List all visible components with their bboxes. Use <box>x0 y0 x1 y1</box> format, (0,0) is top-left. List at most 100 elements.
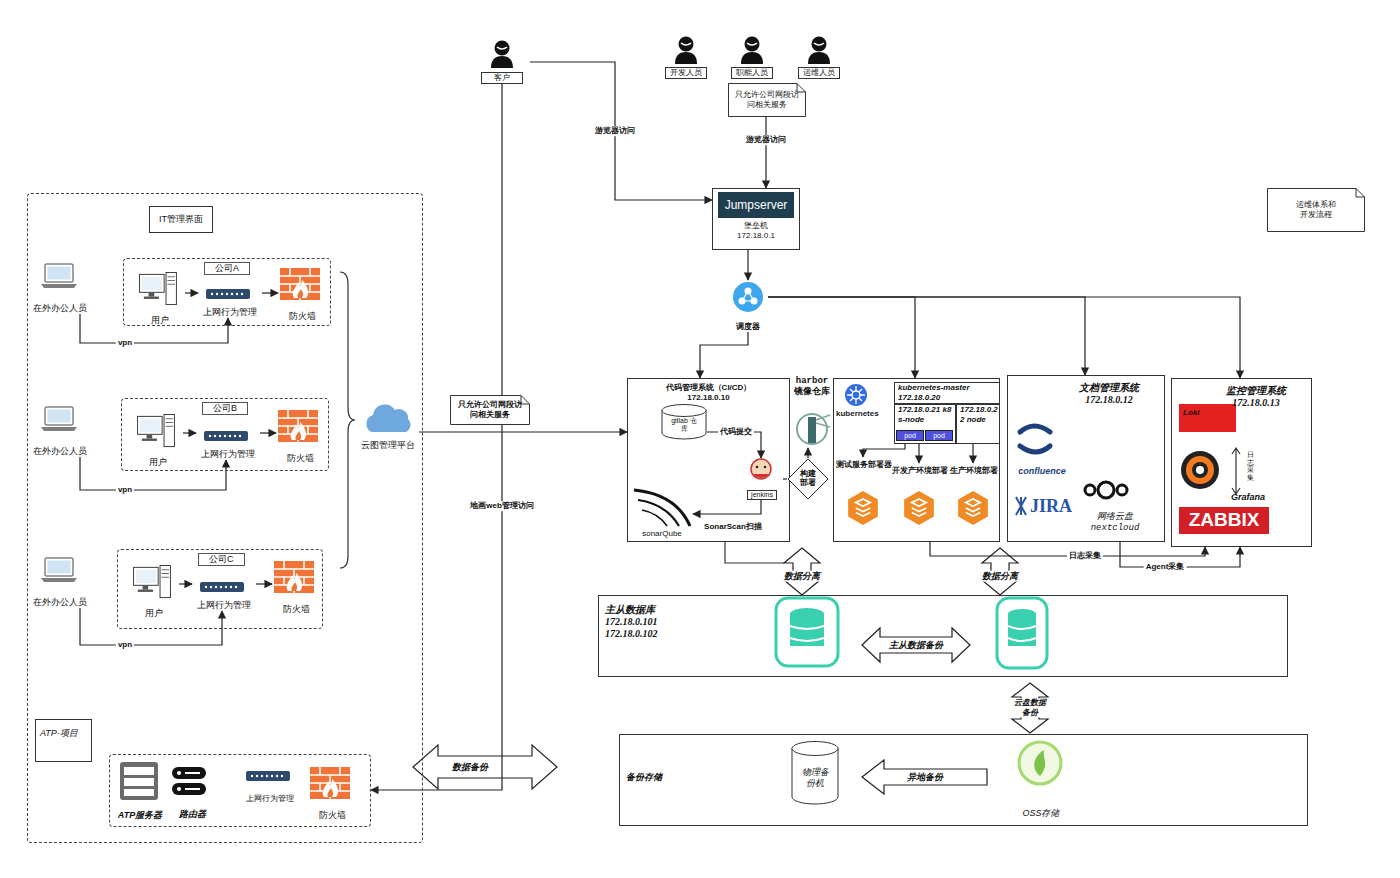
edge-label-holder: 游览器访问 <box>744 135 788 145</box>
node-text: 公司A <box>204 262 250 275</box>
label-holder: 日志采集 <box>1246 451 1255 482</box>
edge-label: 代码提交 <box>718 427 754 437</box>
jenkins-icon <box>751 459 771 479</box>
node-text: 用户 <box>151 315 169 326</box>
arrow-label: 云盘数据备份 <box>1012 698 1048 717</box>
node-text: 上网行为管理 <box>197 600 251 611</box>
node-text: 开发产环境部署 <box>892 463 948 475</box>
node-text: 客户 <box>481 72 523 84</box>
system-box: 代码管理系统（CI/CD） 172.18.0.10gitlab 仓库jenkin… <box>627 378 790 542</box>
connector <box>262 292 278 293</box>
node-text: 用户 <box>145 608 163 619</box>
edge-label: 游览器访问 <box>744 135 788 145</box>
node-text: 职能人员 <box>731 67 773 79</box>
connector <box>530 62 712 200</box>
icon-node: 测试服务部署器 <box>837 457 891 535</box>
icon-node: 用户 <box>133 412 183 468</box>
person-icons <box>491 37 830 69</box>
connector <box>768 297 915 378</box>
edge-label-holder: 代码提交 <box>718 427 754 437</box>
icon-node: 在外办公人员 <box>28 405 92 457</box>
node-text: 上网行为管理 <box>201 449 255 460</box>
pod-box: pod <box>925 430 953 441</box>
icon-node: 上网行为管理 <box>196 430 260 460</box>
storage-cylinder: 物理备份机 <box>791 741 839 805</box>
edge-label: vpn <box>116 338 134 348</box>
node-text: 防火墙 <box>283 604 310 615</box>
node-text: kubernetes-master 172.18.0.20 <box>895 383 999 402</box>
node-text: pod <box>933 432 945 439</box>
icon-node: 在外办公人员 <box>28 262 92 314</box>
node-text: 上网行为管理 <box>203 307 257 318</box>
connector <box>807 448 808 458</box>
edge-label-holder: SonarScan扫描 <box>702 522 764 532</box>
node-text: 文档管理系统 172.18.0.12 <box>1064 382 1154 406</box>
cloud-icon <box>366 404 410 432</box>
edge-label: Agent采集 <box>1144 562 1187 572</box>
pod-box: pod <box>896 430 924 441</box>
node-text: 防火墙 <box>319 810 346 821</box>
icon-node: 防火墙 <box>308 767 356 821</box>
icon-node: 路由器 <box>170 764 214 820</box>
node-text: Jumpserver <box>718 192 794 218</box>
node-text: 只允许公司网段访问相关服务 <box>734 90 800 109</box>
group-region: 公司B用户上网行为管理防火墙 <box>121 398 329 471</box>
node-text: gitlab 仓库 <box>668 411 700 434</box>
connector <box>693 500 761 514</box>
scheduler-icon <box>733 282 763 312</box>
node-text: 堡垒机 172.18.0.1 <box>726 221 786 240</box>
node-text: confluence <box>1018 466 1066 477</box>
icon-node: 生产环境部署 <box>949 463 999 533</box>
edge-label: 地画web管理访问 <box>468 501 536 511</box>
node-text: ATP-项目 <box>35 719 92 762</box>
jira-icon <box>1016 497 1026 515</box>
confluence-icon <box>1020 426 1050 452</box>
harbor-icon <box>797 414 830 444</box>
database-icons <box>776 598 1047 668</box>
connector <box>747 250 748 280</box>
arrow-label: 数据分离 <box>783 571 821 582</box>
edge-label: vpn <box>116 640 134 650</box>
icon-node: 职能人员 <box>727 33 777 79</box>
connector <box>371 84 502 790</box>
connector <box>419 431 627 432</box>
icon-node: 网络云盘 nextcloud <box>1075 478 1155 534</box>
label-holder: 数据分离 <box>981 571 1019 582</box>
node-text: 只允许公司网段访问相关服务 <box>455 400 525 419</box>
node-text: kubernetes <box>836 409 879 419</box>
icon-node: OSS存储 <box>1013 741 1069 821</box>
brace <box>340 272 355 568</box>
edge-label-holder: vpn <box>116 338 134 348</box>
server-box: kubernetes-master 172.18.0.20 <box>894 382 1000 404</box>
node-text: Grafana <box>1231 492 1265 503</box>
icon-node: 用户 <box>135 270 185 326</box>
connector <box>972 444 973 463</box>
system-box: kubernetes kubernetes-master 172.18.0.20 1… <box>833 378 1000 542</box>
edge-label-holder: vpn <box>116 485 134 495</box>
node-text: jenkins <box>747 490 777 500</box>
node-text: 172.18.0.22 node <box>957 405 999 424</box>
node-text: harbor 镜像仓库 <box>792 376 832 398</box>
icon-node: 用户 <box>129 563 179 619</box>
icon-node: 上网行为管理 <box>192 581 256 611</box>
monitor-double-arrow <box>1232 448 1240 494</box>
node-text: 调度器 <box>736 322 760 332</box>
icon-node: 运维人员 <box>793 33 845 79</box>
edge-label: 游览器访问 <box>593 126 637 136</box>
node-text: pod <box>904 432 916 439</box>
node-text: OSS存储 <box>1022 808 1059 821</box>
icon-node: 调度器 <box>728 280 768 332</box>
note-box: 只允许公司网段访问相关服务 <box>728 83 806 117</box>
node-text: 构建部署 <box>799 470 817 488</box>
icon-node: 防火墙 <box>272 561 320 615</box>
server-box: 172.18.0.22 node <box>956 404 1000 444</box>
system-box: 主从数据库 172.18.0.101 172.18.0.102 <box>598 595 1288 677</box>
node-text: 上网行为管理 <box>246 794 294 804</box>
switch-icons <box>200 289 290 781</box>
node-text: ATP服务器 <box>118 810 162 821</box>
connector <box>80 608 222 645</box>
system-box: Jumpserver 堡垒机 172.18.0.1 <box>712 188 800 250</box>
connector <box>768 297 1240 378</box>
router-icon <box>172 767 206 795</box>
